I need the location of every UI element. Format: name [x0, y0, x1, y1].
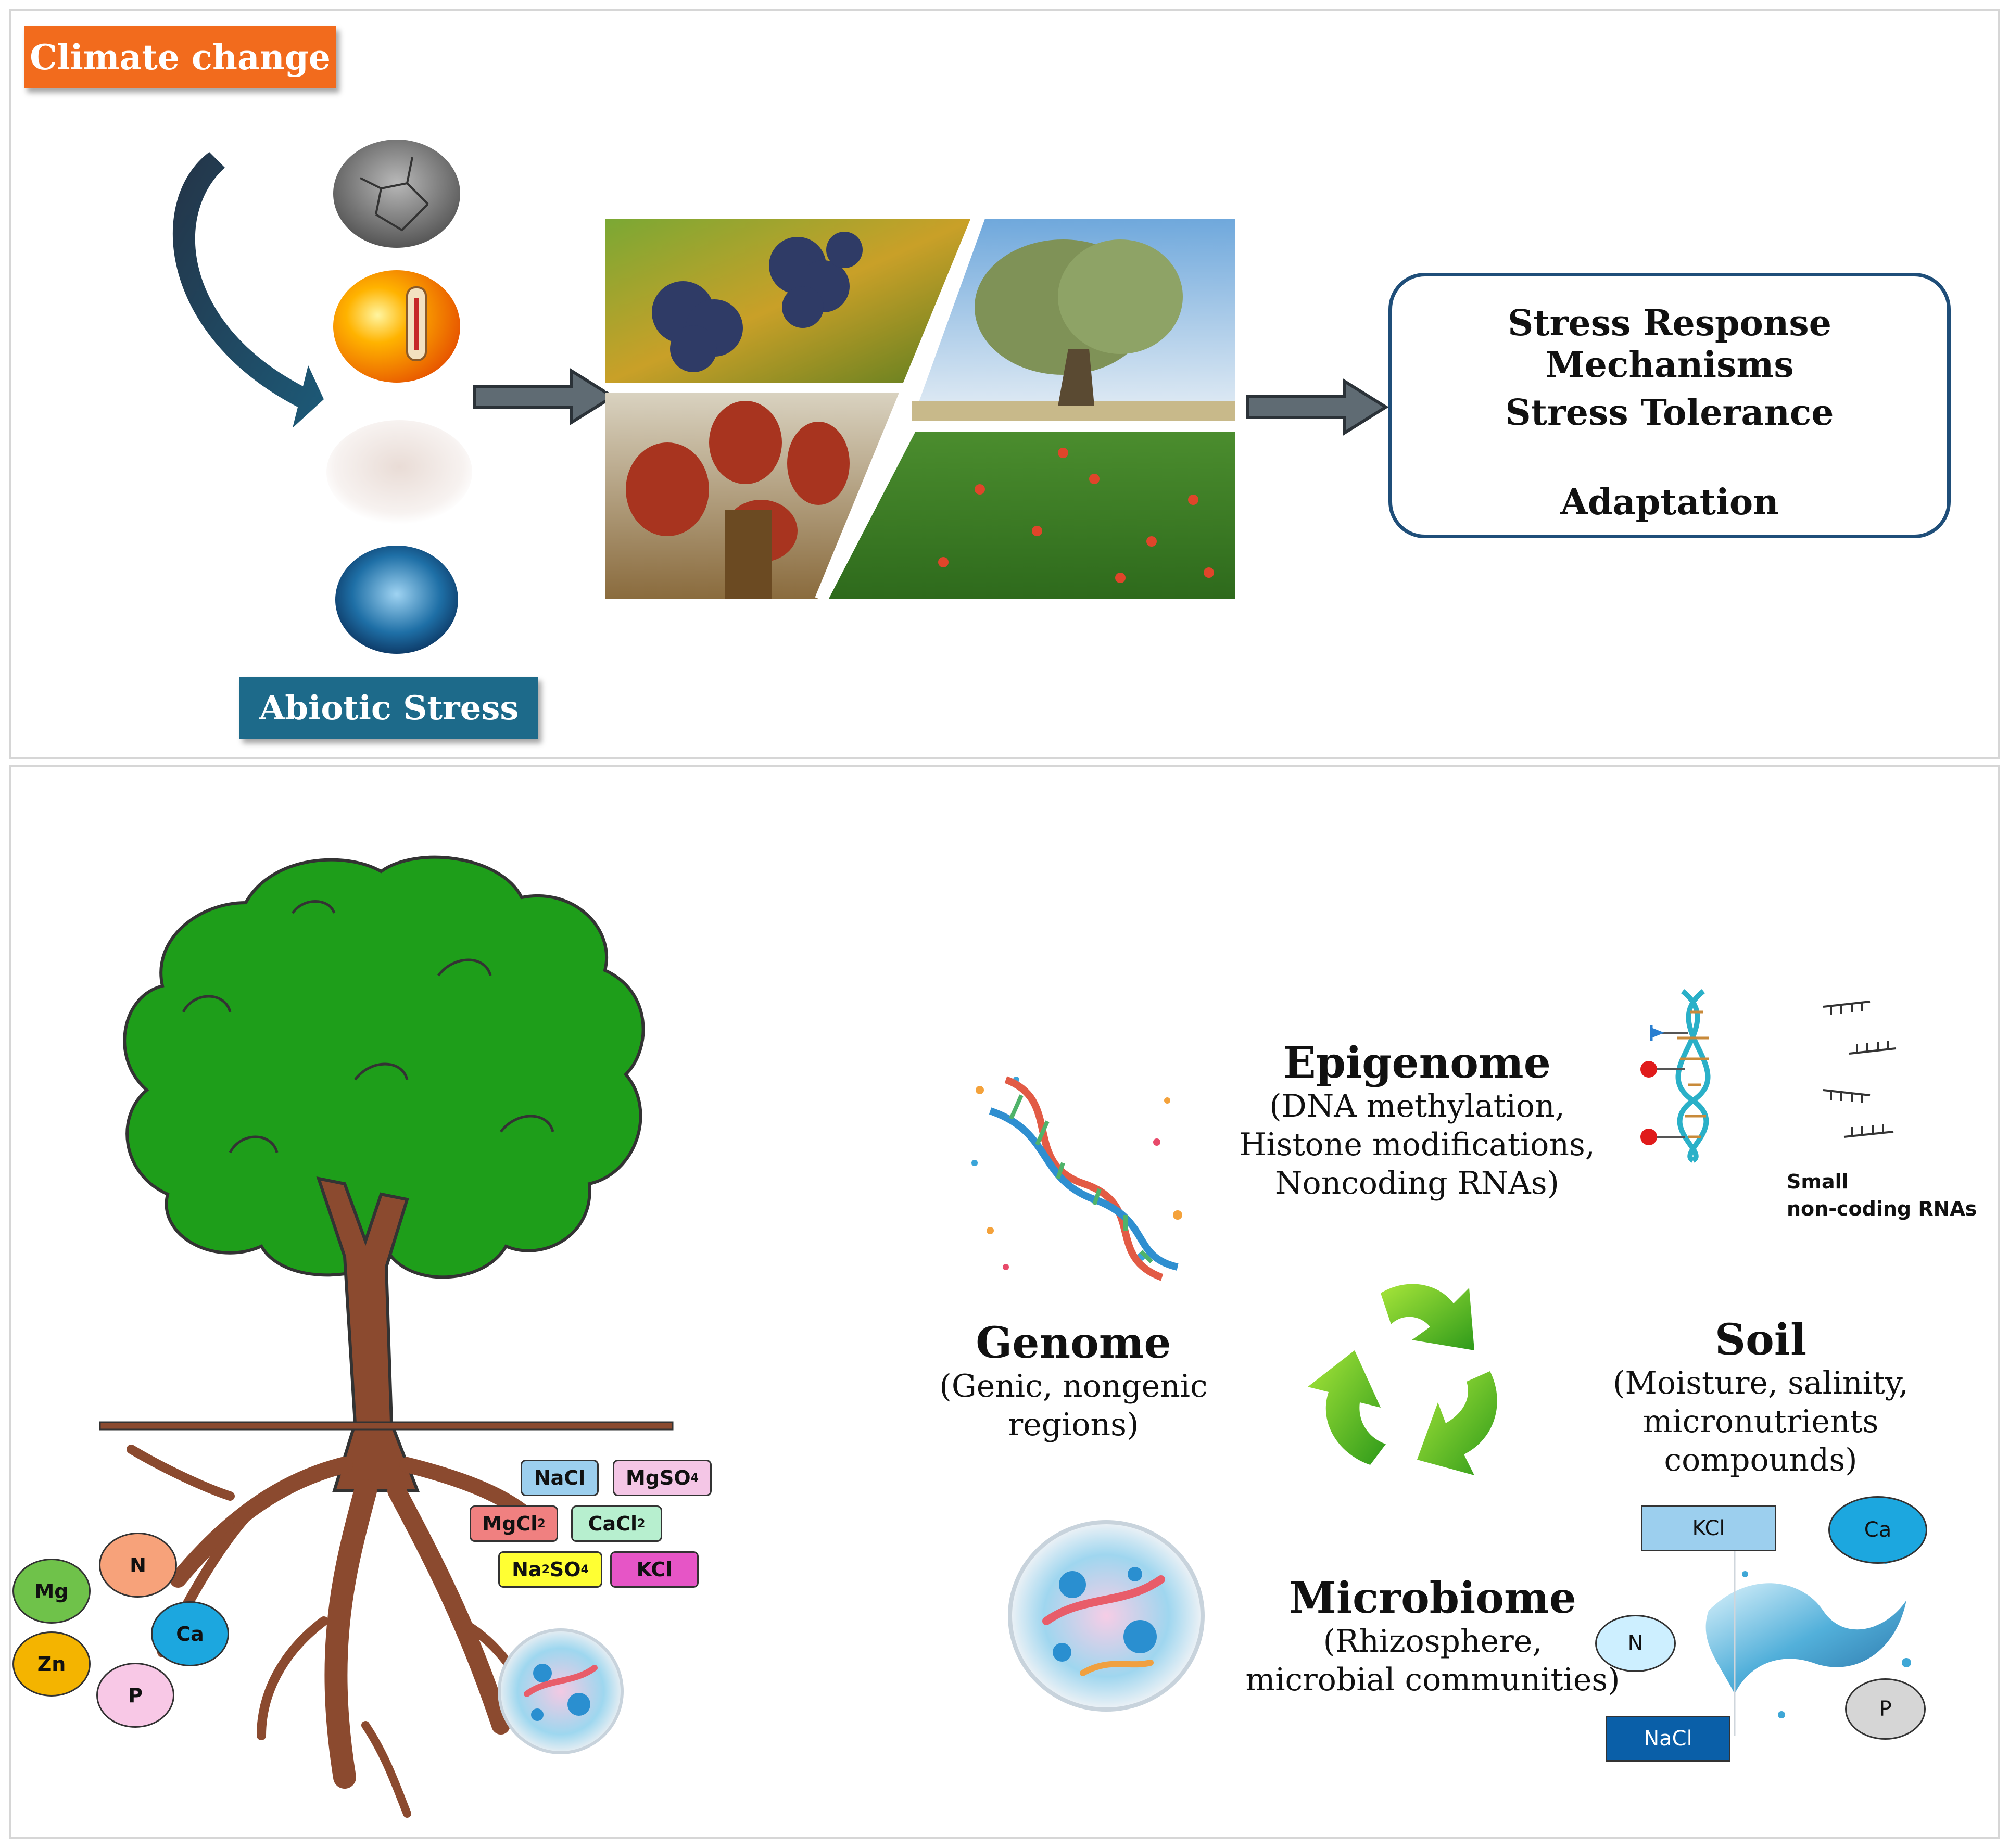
arrow-right-icon	[1246, 378, 1389, 436]
epigenome-desc: (DNA methylation, Histone modifications,…	[1239, 1088, 1595, 1201]
small-rna-label: Small non-coding RNAs	[1787, 1170, 1977, 1220]
outcome-stress-response: Stress Response Mechanisms	[1508, 302, 1831, 386]
small-rna-icon	[1823, 1001, 1897, 1138]
pomegranate-photo	[829, 432, 1235, 599]
ion-ca: Ca	[151, 1601, 229, 1666]
outcome-adaptation: Adaptation	[1560, 482, 1779, 523]
outcomes-box: Stress Response Mechanisms Stress Tolera…	[1388, 273, 1951, 538]
ion-n: N	[99, 1533, 177, 1598]
salt-nacl: NaCl	[521, 1460, 599, 1496]
ion-p: P	[96, 1663, 174, 1728]
arrow-right-icon	[473, 368, 616, 426]
outcome-stress-tolerance: Stress Tolerance	[1505, 392, 1834, 434]
heat-icon	[333, 270, 460, 383]
epigenome-title: Epigenome	[1283, 1038, 1551, 1088]
curved-arrow-icon	[172, 152, 324, 428]
ion-zn: Zn	[12, 1631, 91, 1697]
soil-nacl: NaCl	[1606, 1716, 1730, 1762]
microbiome-title: Microbiome	[1289, 1573, 1576, 1623]
soil-desc: (Moisture, salinity, micronutrients comp…	[1613, 1365, 1909, 1478]
petri-dish-icon	[1008, 1520, 1205, 1712]
soil-title: Soil	[1714, 1315, 1807, 1365]
soil-p: P	[1845, 1678, 1926, 1740]
abiotic-stress-label: Abiotic Stress	[239, 677, 538, 739]
salt-icon	[326, 420, 472, 524]
petri-dish-icon	[498, 1628, 624, 1754]
soil-n: N	[1595, 1615, 1676, 1672]
ion-mg: Mg	[12, 1559, 91, 1624]
dna-helix-icon	[971, 1076, 1182, 1281]
soil-kcl: KCl	[1641, 1505, 1776, 1551]
climate-change-label: Climate change	[24, 26, 336, 88]
crop-collage	[605, 219, 1235, 599]
methylation-helix-icon	[1640, 989, 1711, 1163]
genome-title: Genome	[976, 1318, 1171, 1368]
microbiome-desc: (Rhizosphere, microbial communities)	[1245, 1623, 1620, 1698]
cold-icon	[335, 546, 458, 654]
genome-desc: (Genic, nongenic regions)	[939, 1368, 1208, 1443]
salt-kcl: KCl	[610, 1551, 699, 1588]
soil-ca: Ca	[1828, 1496, 1927, 1564]
recycle-arrows-icon	[1308, 1284, 1497, 1475]
top-panel: Climate change Abiotic Stress	[9, 9, 2000, 759]
drought-icon	[333, 140, 460, 248]
